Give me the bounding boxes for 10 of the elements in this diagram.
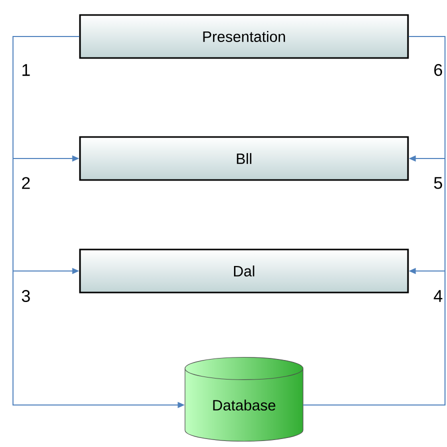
- database-cylinder: Database: [184, 356, 304, 442]
- process-box: Presentation: [79, 14, 409, 59]
- callout-number: 6: [434, 64, 442, 76]
- process-box: Dal: [79, 248, 409, 294]
- callout-number: 4: [434, 290, 442, 302]
- callout-number: 3: [22, 290, 30, 302]
- callout-number: 5: [434, 177, 442, 189]
- process-box: Bll: [79, 136, 409, 181]
- callout-number: 1: [22, 64, 30, 76]
- callout-number: 2: [22, 177, 30, 189]
